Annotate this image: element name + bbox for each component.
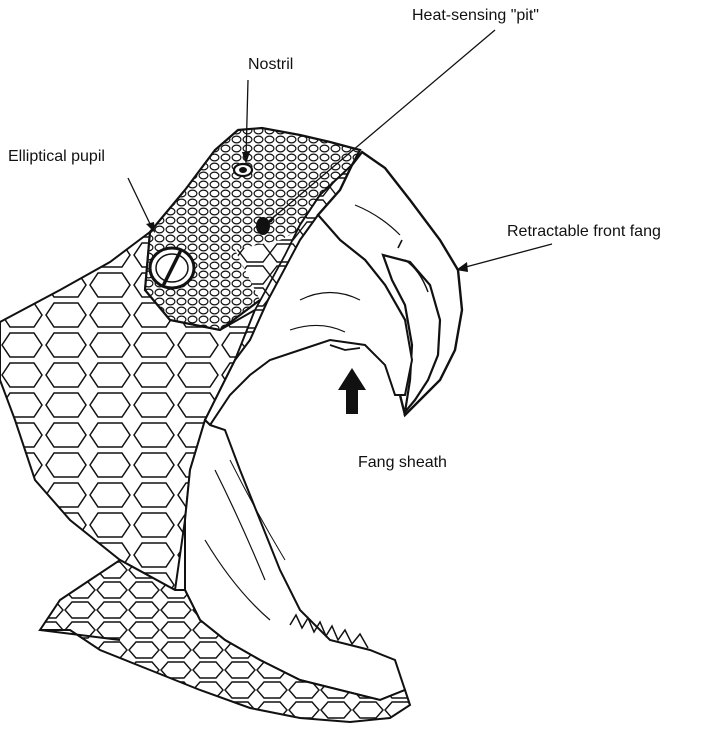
heat-pit [256,217,270,235]
label-nostril: Nostril [248,57,293,73]
fang-leader [462,244,552,268]
eye [150,248,194,288]
label-elliptical-pupil: Elliptical pupil [8,149,105,165]
fang-sheath-arrow [338,368,366,414]
label-retractable-front-fang: Retractable front fang [507,224,661,240]
pupil-leader [128,178,152,228]
label-fang-sheath: Fang sheath [358,455,447,471]
label-heat-sensing-pit: Heat-sensing "pit" [412,8,539,24]
nostril [234,164,252,176]
